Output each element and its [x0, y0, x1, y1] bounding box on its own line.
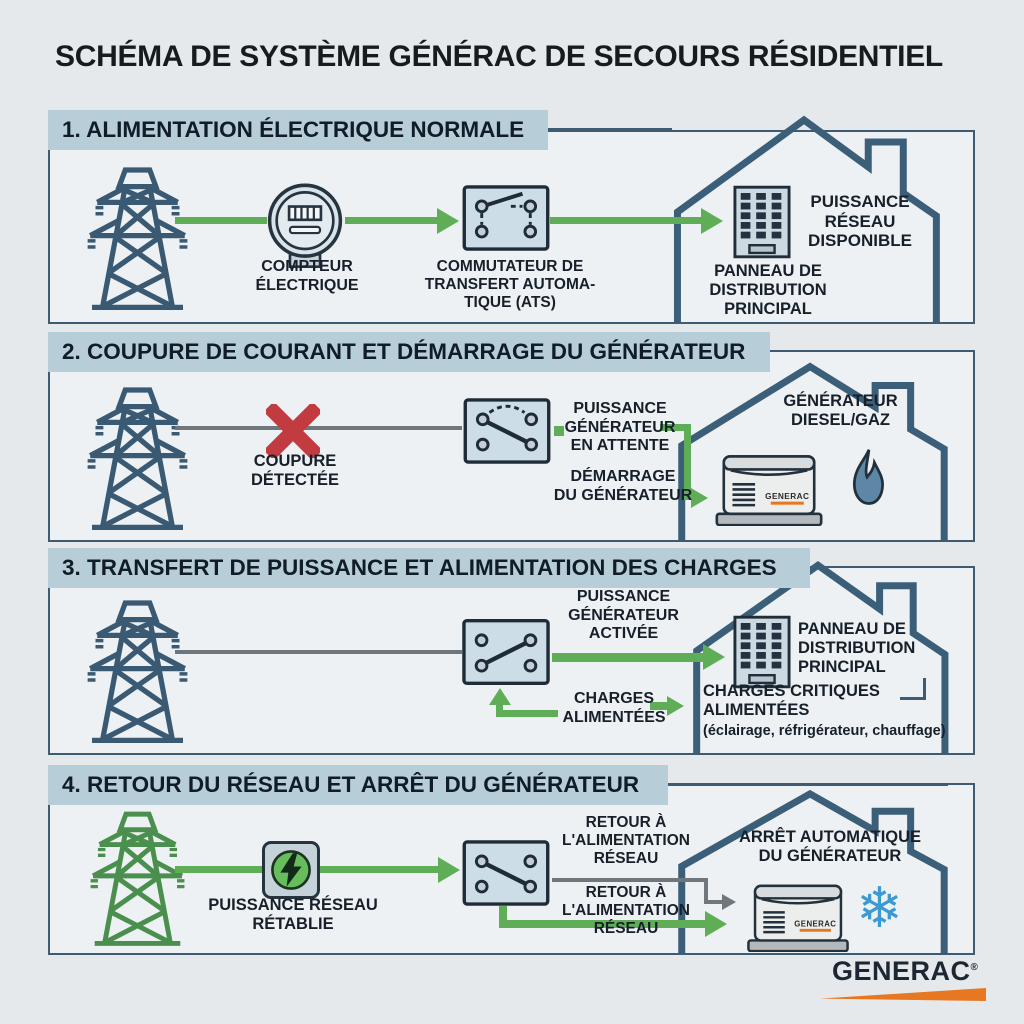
loads-feedback-line — [496, 710, 558, 717]
generator-active-label: PUISSANCE GÉNÉRATEUR ACTIVÉE — [568, 588, 679, 643]
green-arrow-icon — [691, 488, 708, 508]
ats-label: COMMUTATEUR DE TRANSFERT AUTOMA- TIQUE (… — [424, 258, 596, 311]
page-title: SCHÉMA DE SYSTÈME GÉNÉRAC DE SECOURS RÉS… — [55, 40, 943, 73]
breaker-panel-icon — [733, 185, 791, 259]
generator-start-label: DÉMARRAGE DU GÉNÉRATEUR — [553, 468, 693, 504]
green-arrow-icon — [701, 208, 723, 234]
generator-power-line — [552, 653, 703, 662]
idle-utility-line — [175, 650, 462, 654]
flame-icon — [852, 449, 884, 505]
utility-tower-icon — [90, 811, 185, 946]
grid-return-line — [499, 920, 705, 928]
generator-icon: GENERAC — [747, 884, 849, 952]
power-flow-line — [550, 217, 701, 224]
power-restored-icon — [262, 841, 320, 899]
generator-shutdown-line — [704, 878, 708, 904]
status-label: PUISSANCE RÉSEAU DISPONIBLE — [808, 192, 912, 251]
dead-power-line — [175, 426, 462, 430]
house-outline-icon — [662, 358, 958, 540]
section-1-header: 1. ALIMENTATION ÉLECTRIQUE NORMALE — [48, 110, 548, 150]
power-restored-label: PUISSANCE RÉSEAU RÉTABLIE — [208, 896, 378, 934]
panel-label: PANNEAU DE DISTRIBUTION PRINCIPAL — [798, 620, 916, 677]
panel-label: PANNEAU DE DISTRIBUTION PRINCIPAL — [709, 262, 827, 319]
green-arrow-icon — [437, 208, 459, 234]
generac-logo-text: GENERAC — [832, 956, 971, 986]
generator-icon: GENERAC — [715, 455, 823, 526]
green-arrow-icon — [705, 911, 727, 937]
utility-tower-icon — [87, 167, 188, 310]
breaker-panel-icon — [733, 615, 791, 689]
section-1-connector-line — [546, 128, 672, 131]
power-flow-line — [345, 217, 437, 224]
generator-start-line — [684, 424, 691, 500]
electric-meter-icon — [267, 183, 343, 269]
critical-loads-label: CHARGES CRITIQUES ALIMENTÉES — [703, 682, 880, 720]
wall-connector-line — [923, 678, 926, 700]
house-outline-icon — [662, 786, 958, 953]
section-4-connector-line — [666, 783, 948, 786]
grid-return-line — [499, 906, 507, 928]
loads-link-line — [650, 702, 667, 710]
lightning-bolt-icon — [271, 850, 311, 890]
utility-tower-icon — [87, 387, 188, 530]
snowflake-icon: ❄ — [856, 876, 903, 939]
gray-arrow-icon — [722, 894, 736, 910]
meter-label: COMPTEUR ÉLECTRIQUE — [255, 258, 359, 294]
grid-return-label-top: RETOUR À L'ALIMENTATION RÉSEAU — [562, 814, 690, 867]
wall-connector-line — [900, 697, 926, 700]
green-arrow-icon — [703, 644, 725, 670]
green-arrow-icon — [667, 696, 684, 716]
power-flow-line — [175, 217, 267, 224]
critical-loads-detail: (éclairage, réfrigérateur, chauffage) — [703, 723, 946, 739]
ats-switch-icon — [462, 185, 550, 251]
generac-logo: GENERAC® — [832, 956, 978, 987]
green-arrow-up-icon — [489, 688, 511, 705]
generator-start-line — [660, 424, 691, 431]
generator-shutdown-line — [704, 900, 722, 904]
section-2-header: 2. COUPURE DE COURANT ET DÉMARRAGE DU GÉ… — [48, 332, 770, 372]
section-4-header: 4. RETOUR DU RÉSEAU ET ARRÊT DU GÉNÉRATE… — [48, 765, 668, 805]
generator-type-label: GÉNÉRATEUR DIESEL/GAZ — [783, 392, 898, 430]
outage-label: COUPURE DÉTECTÉE — [250, 452, 339, 490]
loads-label: CHARGES ALIMENTÉES — [562, 690, 666, 726]
generator-brand-label: GENERAC — [794, 919, 836, 928]
generac-logo-swoosh — [820, 988, 986, 1001]
registered-mark: ® — [970, 962, 979, 973]
ats-switch-icon — [462, 840, 550, 906]
ats-switch-icon — [462, 619, 550, 685]
utility-tower-icon — [87, 600, 188, 743]
generator-brand-label: GENERAC — [765, 492, 809, 501]
outage-x-icon — [266, 404, 320, 458]
green-arrow-icon — [438, 857, 460, 883]
standby-label: PUISSANCE GÉNÉRATEUR EN ATTENTE — [564, 400, 676, 455]
connector-dot — [554, 426, 564, 436]
grid-return-label-bottom: RETOUR À L'ALIMENTATION RÉSEAU — [562, 884, 690, 937]
generator-shutdown-label: ARRÊT AUTOMATIQUE DU GÉNÉRATEUR — [738, 828, 922, 866]
section-3-header: 3. TRANSFERT DE PUISSANCE ET ALIMENTATIO… — [48, 548, 810, 588]
ats-switch-icon — [463, 398, 551, 464]
house-outline-icon — [658, 110, 950, 322]
generator-shutdown-line — [552, 878, 708, 882]
